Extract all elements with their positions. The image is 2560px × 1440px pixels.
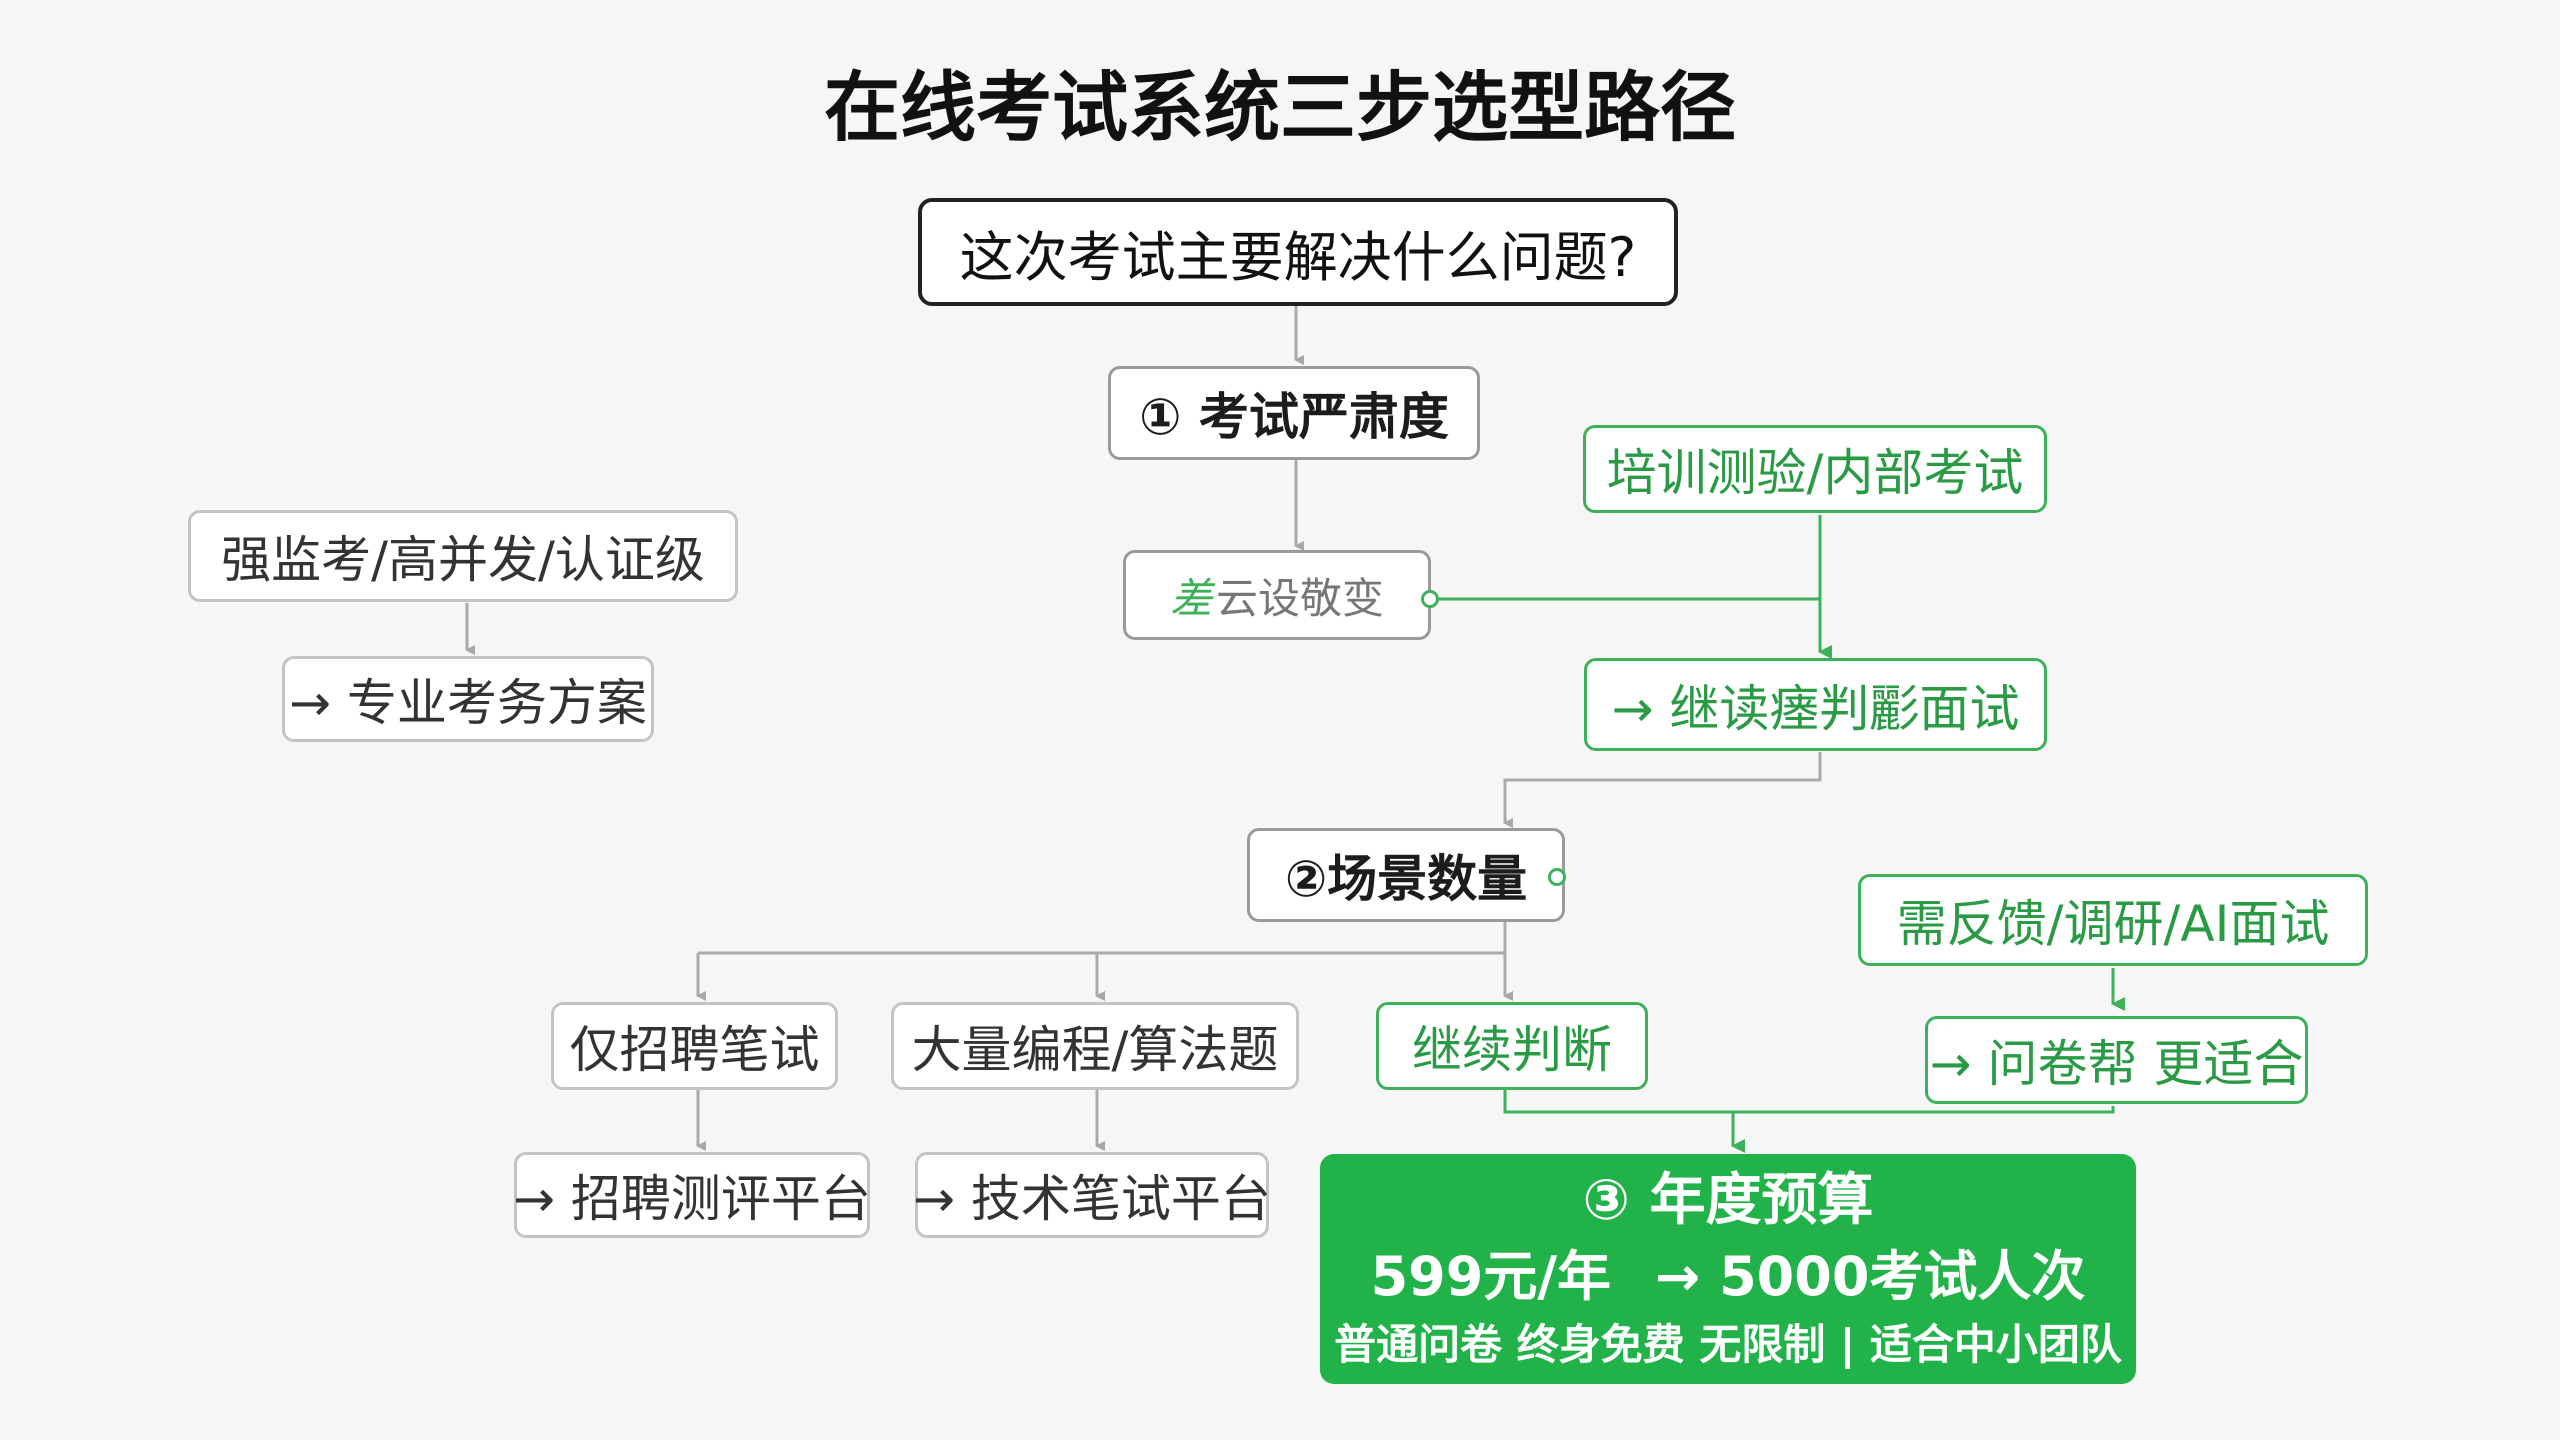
feedback-survey-node: 需反馈/调研/AI面试 bbox=[1858, 874, 2368, 966]
budget-note: 普通问卷 终身免费 无限制 | 适合中小团队 bbox=[1334, 1320, 2122, 1369]
faded-label: 云设敬变 bbox=[1216, 573, 1385, 623]
step2-connector-dot bbox=[1548, 868, 1566, 886]
step2-scenario-node: ②场景数量 bbox=[1247, 828, 1565, 922]
continue-judge-node-1: → 继读瘗判彲面试 bbox=[1584, 658, 2047, 751]
coding-exam-node: 大量编程/算法题 bbox=[891, 1002, 1299, 1090]
budget-price: 599元/年 bbox=[1370, 1245, 1612, 1308]
strict-result-node: → 专业考务方案 bbox=[282, 656, 654, 742]
coding-result-node: → 技术笔试平台 bbox=[913, 1152, 1271, 1238]
step3-budget-node: ③ 年度预算 599元/年 → 5000考试人次 普通问卷 终身免费 无限制 | … bbox=[1320, 1154, 2136, 1384]
page-title: 在线考试系统三步选型路径 bbox=[824, 63, 1736, 152]
faded-hint-label: 差 bbox=[1169, 573, 1212, 623]
step1-severity-node: ① 考试严肃度 bbox=[1108, 366, 1480, 460]
continue-judge-node-2: 继续判断 bbox=[1376, 1002, 1648, 1090]
edge-continue1-step2 bbox=[1503, 752, 1822, 828]
faded-connector-dot bbox=[1421, 590, 1439, 608]
recruit-exam-node: 仅招聘笔试 bbox=[551, 1002, 838, 1090]
budget-title: ③ 年度预算 bbox=[1582, 1168, 1874, 1233]
edge-continue2-budget bbox=[1503, 1090, 1733, 1114]
edge-feedback-budget bbox=[1733, 1106, 2115, 1114]
feedback-result-node: → 问卷帮 更适合 bbox=[1925, 1016, 2308, 1104]
training-exam-node: 培训测验/内部考试 bbox=[1583, 425, 2047, 513]
faded-node: 差 云设敬变 bbox=[1123, 550, 1431, 640]
recruit-result-node: → 招聘测评平台 bbox=[513, 1152, 871, 1238]
root-question-node: 这次考试主要解决什么问题? bbox=[918, 198, 1678, 306]
budget-price-line: 599元/年 → 5000考试人次 bbox=[1349, 1239, 2108, 1315]
budget-quota: → 5000考试人次 bbox=[1655, 1245, 2086, 1308]
strict-exam-node: 强监考/高并发/认证级 bbox=[188, 510, 738, 602]
